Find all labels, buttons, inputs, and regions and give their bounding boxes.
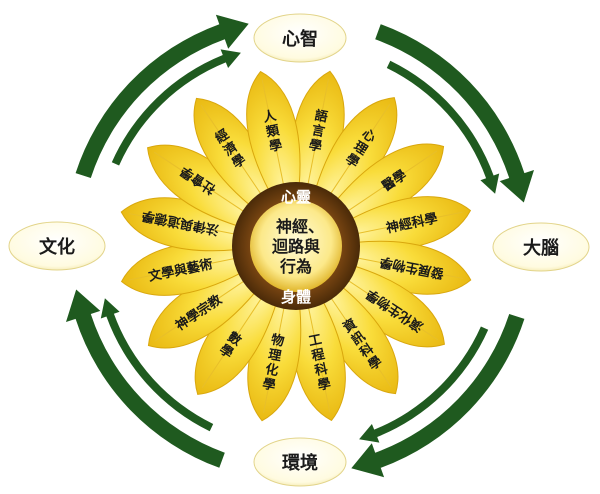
petal [246, 70, 301, 193]
ring-label-mind: 心靈 [281, 188, 311, 206]
center-label-line1: 神經、 [276, 217, 324, 236]
node-left: 文化 [8, 221, 106, 271]
cycle-arrows [66, 14, 534, 478]
cycle-arrow-inner-1 [386, 60, 500, 194]
center-label-line2: 迴路與 [271, 237, 320, 256]
center-label-line3: 行為 [279, 257, 312, 276]
node-right-label: 大腦 [523, 237, 559, 259]
cycle-arrow-inner-3 [100, 298, 214, 432]
cycle-arrow-4 [75, 14, 249, 178]
center-disc [250, 200, 342, 292]
petal [349, 196, 472, 251]
cycle-arrow-1 [375, 24, 534, 203]
ring-label-body: 身體 [281, 288, 311, 306]
cycle-arrow-2 [351, 314, 525, 478]
cycle-arrow-inner-2 [359, 326, 489, 443]
petal-label: 工程科學 [307, 332, 332, 393]
cycle-arrow-3 [66, 289, 225, 468]
node-left-label: 文化 [39, 236, 75, 258]
petal-label: 物理化學 [261, 332, 285, 394]
node-right: 大腦 [492, 222, 590, 272]
petal-label: 人類學 [261, 107, 285, 155]
node-top: 心智 [253, 13, 347, 63]
node-top-label: 心智 [282, 28, 318, 50]
petal-ring: 語言學心理學醫學神經科學發展生物學演化生物學資訊科學工程科學物理化學數學神學宗教… [120, 70, 472, 422]
node-bottom-label: 環境 [282, 452, 318, 474]
petal-label: 語言學 [308, 107, 330, 155]
node-bottom: 環境 [253, 437, 347, 487]
cycle-arrow-inner-4 [111, 49, 241, 166]
petal [291, 299, 346, 422]
